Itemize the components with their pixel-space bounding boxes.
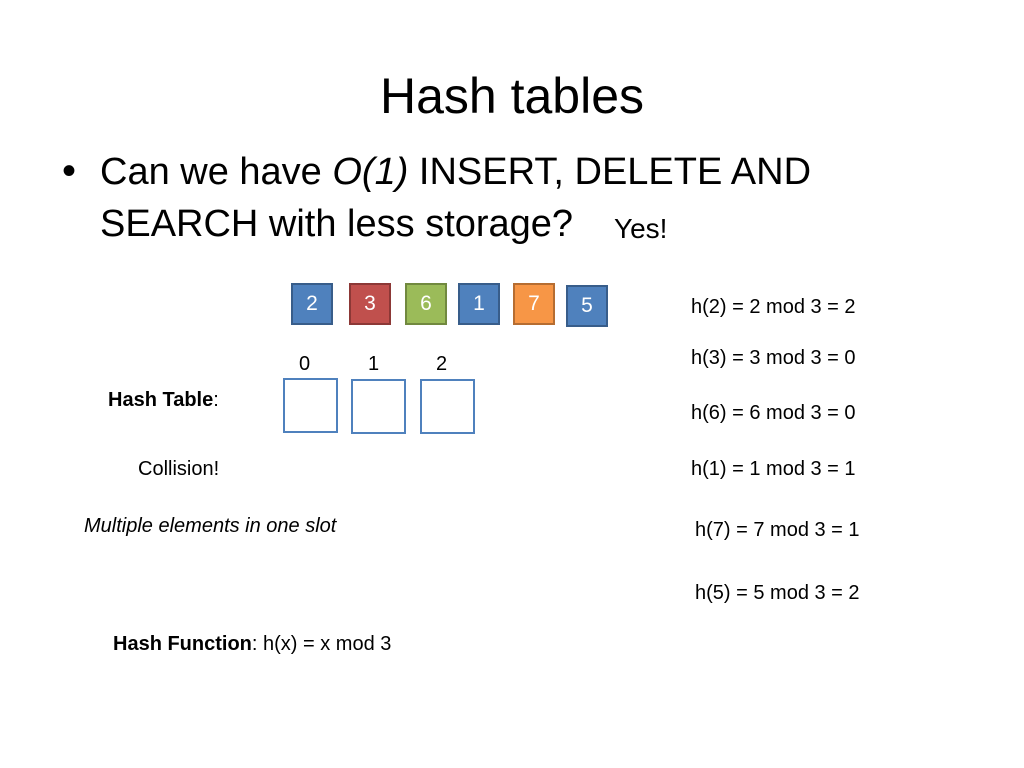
answer-yes: Yes! xyxy=(614,213,668,244)
key-box: 7 xyxy=(513,283,555,325)
bullet-text-start: Can we have xyxy=(100,151,333,193)
collision-note: Multiple elements in one slot xyxy=(84,515,337,537)
key-box: 1 xyxy=(458,283,500,325)
slide-title: Hash tables xyxy=(379,68,645,124)
bullet-text-ops: INSERT, DELETE AND xyxy=(408,151,812,193)
hash-equation: h(1) = 1 mod 3 = 1 xyxy=(691,458,856,480)
collision-label: Collision! xyxy=(138,458,220,480)
key-box: 2 xyxy=(291,283,333,325)
hash-table-label: Hash Table: xyxy=(108,387,219,413)
slot-index: 0 xyxy=(299,353,311,375)
bullet-text-line2: SEARCH with less storage? xyxy=(100,203,574,245)
hash-equation: h(5) = 5 mod 3 = 2 xyxy=(695,582,860,604)
key-box: 3 xyxy=(349,283,391,325)
hash-table-label-colon: : xyxy=(213,389,219,411)
hash-slot xyxy=(420,379,475,434)
slot-index: 2 xyxy=(436,353,448,375)
hash-equation: h(3) = 3 mod 3 = 0 xyxy=(691,347,856,369)
hash-function-label: Hash Function: h(x) = x mod 3 xyxy=(113,631,391,657)
hash-function-label-bold: Hash Function xyxy=(113,633,252,655)
hash-function-formula: : h(x) = x mod 3 xyxy=(251,633,392,655)
slot-index: 1 xyxy=(368,353,380,375)
hash-equation: h(6) = 6 mod 3 = 0 xyxy=(691,402,856,424)
hash-slot xyxy=(283,378,338,433)
hash-table-label-bold: Hash Table xyxy=(108,389,214,411)
hash-equation: h(7) = 7 mod 3 = 1 xyxy=(695,519,860,541)
bullet-marker: • xyxy=(62,149,77,193)
key-box: 5 xyxy=(566,285,608,327)
hash-equation: h(2) = 2 mod 3 = 2 xyxy=(691,296,856,318)
complexity-notation: O(1) xyxy=(332,151,409,193)
bullet-text: Can we have O(1) INSERT, DELETE AND SEAR… xyxy=(100,146,811,250)
hash-slot xyxy=(351,379,406,434)
key-box: 6 xyxy=(405,283,447,325)
